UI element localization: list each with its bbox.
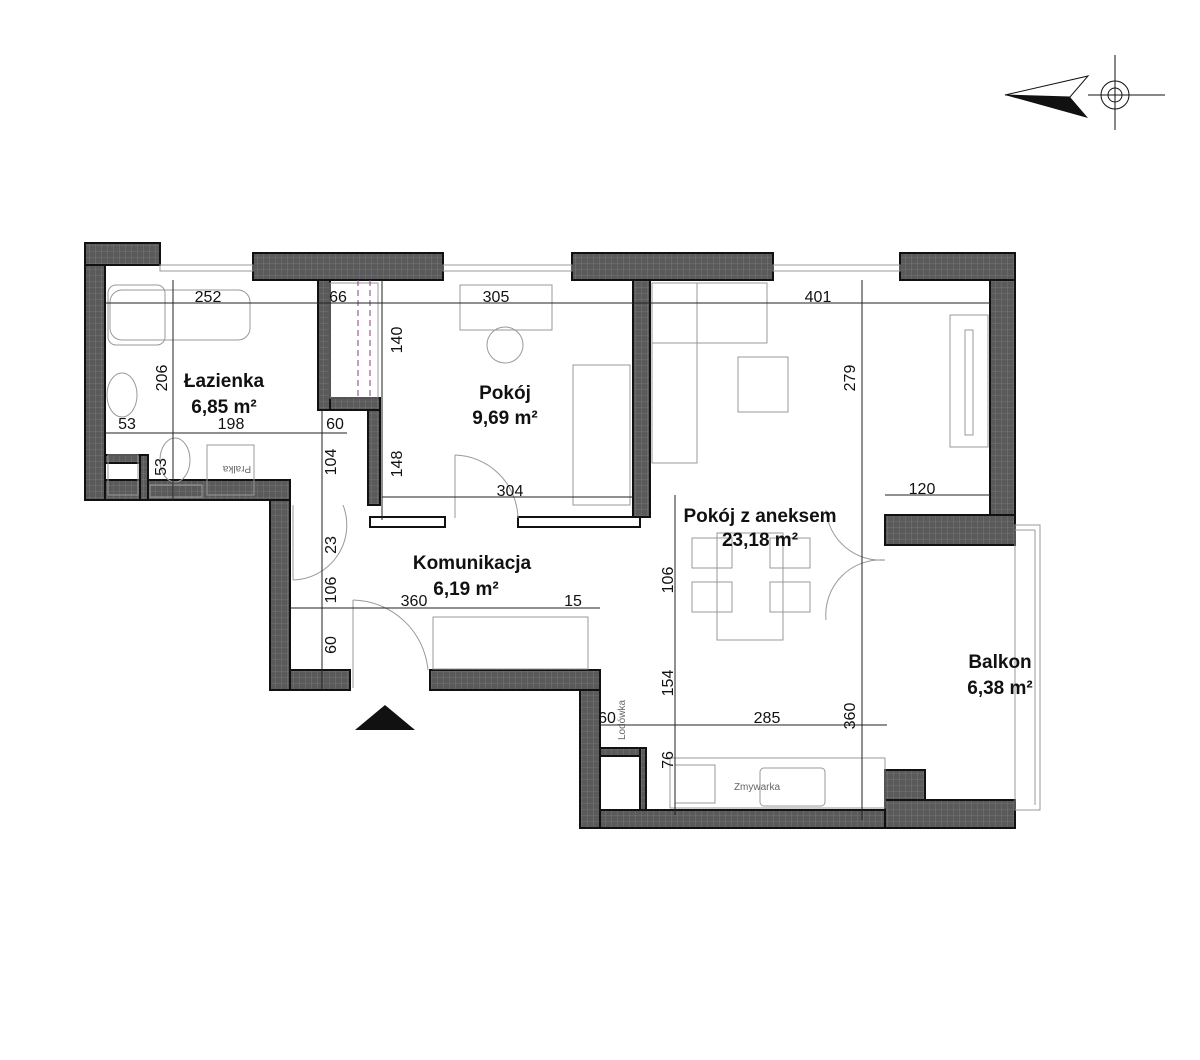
- dimension-label: 120: [909, 481, 936, 498]
- dimension-label: 252: [195, 289, 222, 306]
- room-name-lazienka: Łazienka: [184, 371, 265, 392]
- north-arrow-icon: [1004, 55, 1165, 130]
- room-area-pokoj: 9,69 m²: [472, 408, 537, 429]
- dimension-label: 279: [842, 365, 859, 392]
- dimension-label: 304: [497, 483, 524, 500]
- doors: [292, 280, 886, 688]
- windows: [159, 264, 1041, 811]
- dimension-label: 285: [754, 710, 781, 727]
- dimension-label: 53: [118, 416, 136, 433]
- room-area-pokoj-z-aneksem: 23,18 m²: [722, 530, 798, 551]
- dimension-label: 360: [401, 593, 428, 610]
- dimension-label: 66: [329, 289, 347, 306]
- dimension-label: 60: [598, 710, 616, 727]
- dimension-label: 76: [660, 751, 677, 769]
- dimension-label: 104: [323, 449, 340, 476]
- dimension-label: 106: [660, 567, 677, 594]
- dimension-label: 401: [805, 289, 832, 306]
- dimension-label: 53: [153, 458, 170, 476]
- room-name-pokoj: Pokój: [479, 383, 531, 404]
- dimension-label: 140: [389, 327, 406, 354]
- fridge-label: Lodówka: [617, 700, 628, 740]
- dimension-label: 60: [326, 416, 344, 433]
- dimension-label: 148: [389, 451, 406, 478]
- room-area-lazienka: 6,85 m²: [191, 397, 256, 418]
- dimension-label: 106: [323, 577, 340, 604]
- entrance-arrow-icon: [355, 705, 415, 730]
- room-name-balkon: Balkon: [968, 652, 1031, 673]
- dimension-label: 198: [218, 416, 245, 433]
- dimension-label: 206: [154, 365, 171, 392]
- walls: [84, 242, 1016, 829]
- dimension-label: 60: [323, 636, 340, 654]
- room-name-komunikacja: Komunikacja: [413, 553, 532, 574]
- dimension-label: 154: [660, 670, 677, 697]
- dimension-lines: [105, 280, 990, 820]
- room-area-komunikacja: 6,19 m²: [433, 579, 498, 600]
- dishwasher-label: Zmywarka: [734, 782, 781, 793]
- dimension-label: 360: [842, 703, 859, 730]
- dimension-label: 23: [323, 536, 340, 554]
- room-area-balkon: 6,38 m²: [967, 678, 1032, 699]
- washer-label: Pralka: [222, 463, 251, 474]
- dimension-label: 15: [564, 593, 582, 610]
- dimension-label: 305: [483, 289, 510, 306]
- room-name-pokoj-z-aneksem: Pokój z aneksem: [683, 506, 836, 527]
- furniture: [106, 282, 989, 809]
